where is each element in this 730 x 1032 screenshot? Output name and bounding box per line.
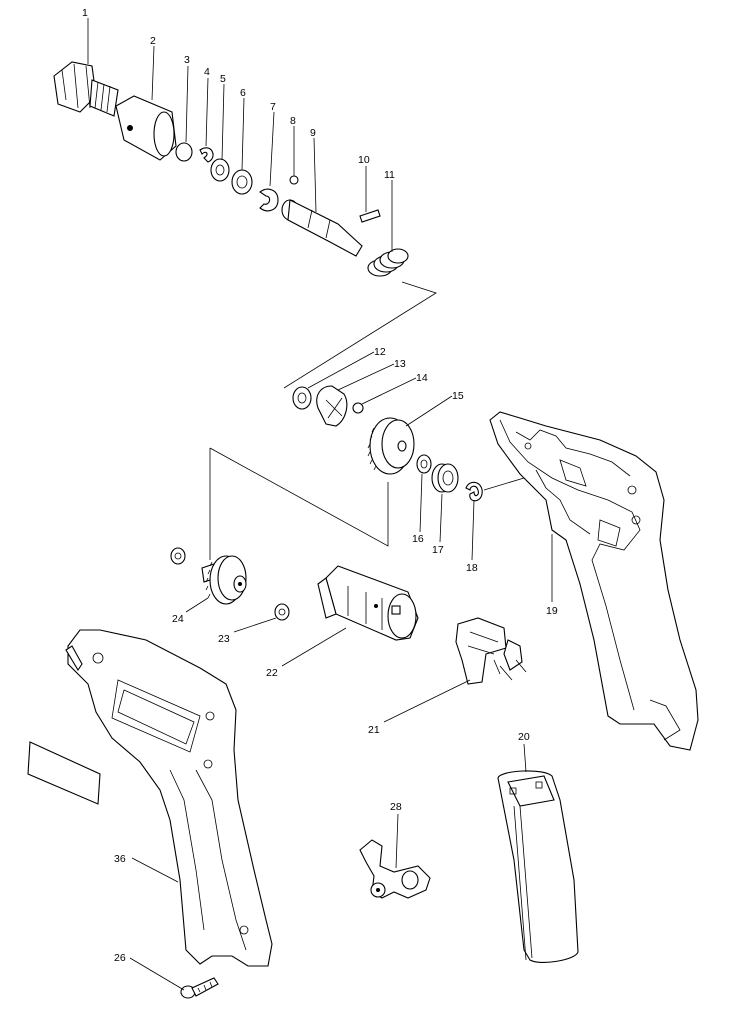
- part-4-retaining-ring[interactable]: [199, 147, 214, 163]
- callout-13: 13: [394, 358, 406, 370]
- part-3-o-ring[interactable]: [175, 142, 193, 162]
- callout-11: 11: [384, 169, 395, 181]
- callout-4: 4: [204, 66, 210, 78]
- nameplate-label: [27, 741, 101, 805]
- callout-19: 19: [546, 605, 558, 617]
- callout-7: 7: [270, 101, 276, 113]
- part-36-housing-set[interactable]: [65, 629, 273, 967]
- part-5-ring[interactable]: [210, 158, 230, 182]
- callout-16: 16: [412, 533, 424, 545]
- part-10-pin[interactable]: [359, 209, 381, 223]
- callout-14: 14: [416, 372, 428, 384]
- part-7-clutch-cam[interactable]: [259, 188, 279, 212]
- part-15-spur-gear[interactable]: [367, 417, 415, 475]
- callout-17: 17: [432, 544, 444, 556]
- part-17-ball-bearing[interactable]: [431, 463, 459, 493]
- callout-15: 15: [452, 390, 464, 402]
- callout-22: 22: [266, 667, 278, 679]
- part-26-tapping-screw[interactable]: [180, 977, 219, 999]
- part-19-housing-set[interactable]: [489, 411, 699, 751]
- part-2-sleeve[interactable]: [115, 95, 177, 161]
- callout-6: 6: [240, 87, 246, 99]
- callout-2: 2: [150, 35, 156, 47]
- part-11-compression-spring[interactable]: [367, 248, 409, 277]
- callout-28: 28: [390, 801, 402, 813]
- callout-21: 21: [368, 724, 380, 736]
- part-8-steel-ball[interactable]: [289, 175, 299, 185]
- callout-36: 36: [114, 853, 126, 865]
- part-28-terminal[interactable]: [359, 839, 431, 899]
- part-14-steel-ball[interactable]: [352, 402, 364, 414]
- part-23-sleeve-bearing[interactable]: [170, 547, 290, 621]
- callout-9: 9: [310, 127, 316, 139]
- part-22-dc-motor[interactable]: [317, 565, 419, 641]
- callout-leader-lines: [87, 18, 553, 991]
- part-12-flat-washer[interactable]: [292, 386, 312, 410]
- callout-23: 23: [218, 633, 230, 645]
- part-13-spindle-holder[interactable]: [316, 385, 348, 427]
- assembly-connector-lines: [209, 281, 437, 560]
- part-16-flat-washer[interactable]: [416, 454, 432, 474]
- callout-5: 5: [220, 73, 226, 85]
- part-20-battery[interactable]: [497, 770, 579, 963]
- callout-18: 18: [466, 562, 478, 574]
- callout-20: 20: [518, 731, 530, 743]
- part-24-gear-assembly[interactable]: [201, 555, 247, 605]
- callout-3: 3: [184, 54, 190, 66]
- callout-numbers: 1 2 3 4 5 6 7 8 9 10 11 12 13 14 15 16 1…: [82, 7, 558, 964]
- callout-10: 10: [358, 154, 370, 166]
- callout-8: 8: [290, 115, 296, 127]
- callout-12: 12: [374, 346, 386, 358]
- part-1-adjusting-nut[interactable]: [53, 61, 119, 117]
- part-21-switch[interactable]: [455, 617, 527, 685]
- callout-1: 1: [82, 7, 88, 19]
- callout-26: 26: [114, 952, 126, 964]
- part-6-washer[interactable]: [231, 169, 253, 195]
- part-18-retaining-ring[interactable]: [465, 481, 483, 502]
- part-9-spindle[interactable]: [281, 199, 363, 257]
- callout-24: 24: [172, 613, 184, 625]
